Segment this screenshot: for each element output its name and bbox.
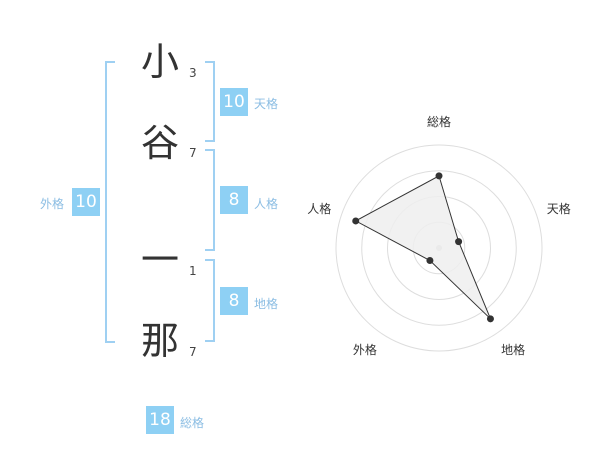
gaikaku-label: 外格	[40, 197, 65, 211]
stroke-count-1: 3	[189, 66, 197, 80]
stroke-count-3: 1	[189, 264, 197, 278]
name-char-3: 一	[140, 238, 179, 282]
name-char-4: 那	[140, 319, 179, 363]
name-char-1: 小	[140, 40, 179, 84]
radar-grid-ring	[335, 144, 543, 352]
stroke-count-2: 7	[189, 146, 197, 160]
radar-axis-label: 総格	[427, 114, 451, 129]
tenkaku-bracket	[205, 61, 215, 142]
stroke-count-4: 7	[189, 345, 197, 359]
soukaku-value: 18	[146, 406, 174, 434]
radar-axis-label: 地格	[501, 342, 525, 357]
radar-point-4	[352, 217, 360, 225]
radar-point-3	[426, 256, 434, 264]
radar-shape	[352, 172, 494, 323]
gaikaku-value: 10	[72, 188, 100, 216]
name-char-2: 谷	[140, 121, 179, 165]
radar-axis-label: 外格	[353, 342, 377, 357]
radar-polygon	[354, 175, 491, 320]
jinkaku-value: 8	[220, 186, 248, 214]
chikaku-value: 8	[220, 287, 248, 315]
radar-axis-label: 人格	[307, 201, 331, 216]
radar-axis-label: 天格	[547, 201, 571, 216]
radar-point-0	[435, 172, 443, 180]
radar-grid-ring	[361, 170, 517, 326]
gaikaku-bracket	[105, 61, 115, 343]
jinkaku-bracket	[205, 149, 215, 251]
jinkaku-label: 人格	[254, 197, 279, 211]
tenkaku-label: 天格	[254, 97, 279, 111]
radar-point-1	[455, 238, 463, 246]
radar-point-2	[486, 315, 494, 323]
soukaku-label: 総格	[180, 416, 205, 430]
tenkaku-value: 10	[220, 88, 248, 116]
chikaku-label: 地格	[254, 297, 279, 311]
chikaku-bracket	[205, 259, 215, 342]
radar-grid	[335, 144, 543, 352]
